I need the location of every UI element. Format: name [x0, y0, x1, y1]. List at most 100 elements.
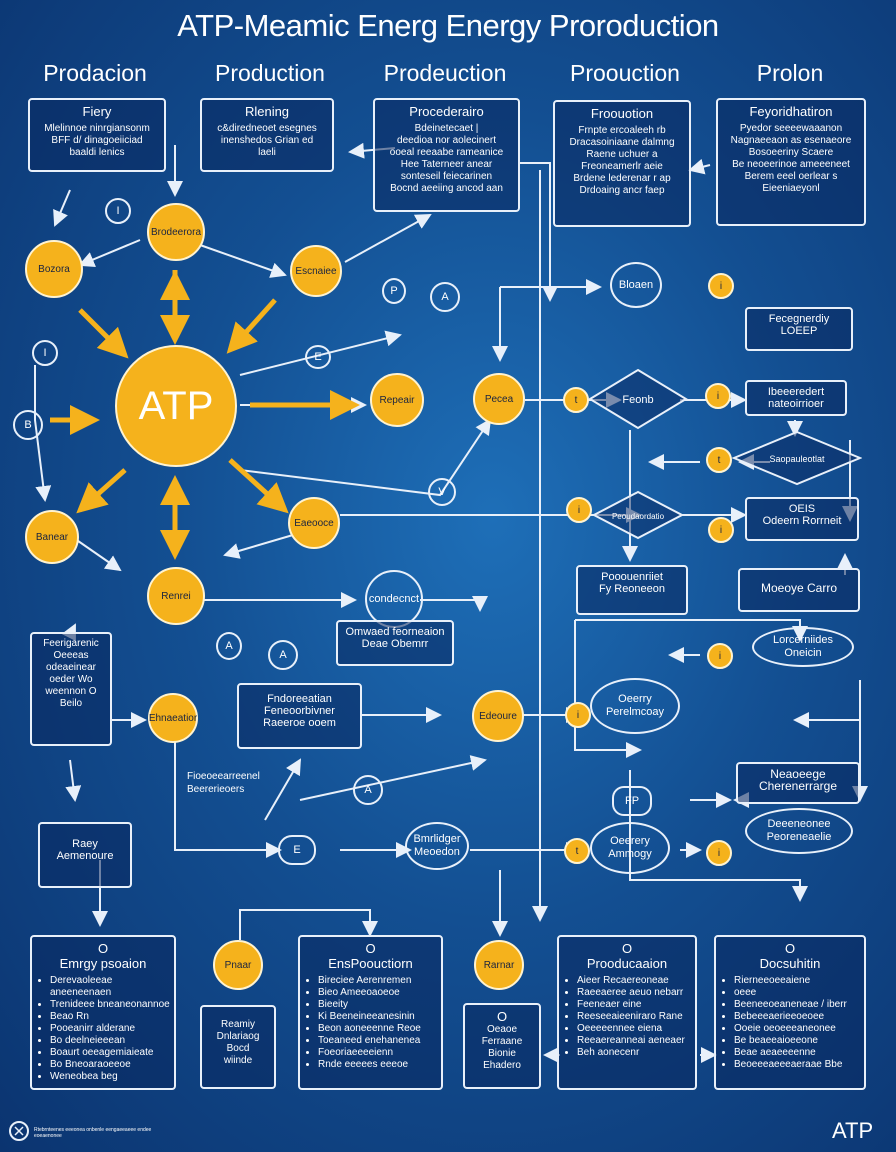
- step-badge[interactable]: i: [708, 517, 734, 543]
- list-item: wiinde: [223, 1055, 253, 1066]
- process-node[interactable]: Ehnaeatior: [148, 693, 198, 743]
- column-header-3: Prodeuction: [383, 60, 507, 86]
- list-item: Bebeeeaerieeoeoee: [734, 1011, 860, 1023]
- mid-box: Pooouenriiet Fy Reoneeon: [576, 565, 688, 615]
- outline-node[interactable]: Bloaen: [610, 262, 662, 308]
- process-node[interactable]: Escnaiee: [290, 245, 342, 297]
- box-badge: O: [496, 1009, 508, 1024]
- process-node[interactable]: Bozora: [25, 240, 83, 298]
- decision-diamond[interactable]: Saopauleotlat: [732, 430, 862, 486]
- process-node[interactable]: Brodeerora: [147, 203, 205, 261]
- process-node[interactable]: Repeair: [370, 373, 424, 427]
- top-box-title: Feyoridhatiron: [749, 104, 833, 119]
- bottom-box-list: Aieer Recaereoneae Raeeaeree aeuo nebarr…: [563, 975, 691, 1059]
- atp-hub-node[interactable]: ATP: [115, 345, 237, 467]
- letter-badge[interactable]: V: [428, 478, 456, 506]
- decision-diamond[interactable]: Peoudaordatio: [592, 490, 684, 540]
- mid-box: Neaoeege Cherenerrarge: [736, 762, 860, 804]
- mid-box: Fecegnerdiy LOEEP: [745, 307, 853, 351]
- list-item: Dnlariaog: [216, 1031, 260, 1042]
- letter-badge[interactable]: E: [305, 345, 331, 369]
- list-item: Boaurt oeeagemiaieate: [50, 1047, 170, 1059]
- list-item: Beao Rn: [50, 1011, 170, 1023]
- bottom-box-5: O Prooducaaion Aieer Recaereoneae Raeeae…: [557, 935, 697, 1090]
- letter-badge[interactable]: A: [268, 640, 298, 670]
- step-badge[interactable]: i: [706, 840, 732, 866]
- process-node[interactable]: Renrei: [147, 567, 205, 625]
- list-item: Bireciee Aerenremen: [318, 975, 437, 987]
- list-item: Beh aonecenr: [577, 1047, 691, 1059]
- letter-badge[interactable]: P: [382, 278, 406, 304]
- top-box-title: Fiery: [82, 104, 112, 119]
- outline-node[interactable]: Oeerry Perelmcoay: [590, 678, 680, 734]
- list-item: Trenideee bneaneonannoe: [50, 999, 170, 1011]
- list-item: Aieer Recaereoneae: [577, 975, 691, 987]
- column-header-5: Prolon: [756, 60, 824, 86]
- process-node[interactable]: Rarnar: [474, 940, 524, 990]
- step-badge[interactable]: i: [708, 273, 734, 299]
- step-badge[interactable]: i: [707, 643, 733, 669]
- list-item: Ooeie oeoeeeaneonee: [734, 1023, 860, 1035]
- top-box-title: Froouotion: [590, 106, 654, 121]
- list-item: Bieeity: [318, 999, 437, 1011]
- list-item: Raeeaeree aeuo nebarr: [577, 987, 691, 999]
- box-badge: O: [365, 941, 376, 956]
- top-box-title: Procederairo: [409, 104, 484, 119]
- mid-box: Fndoreeatian Feneoorbivner Raeeroe ooem: [237, 683, 362, 749]
- letter-badge[interactable]: I: [32, 340, 58, 366]
- top-box-5: Feyoridhatiron Pyedor seeeewaaanon Nagna…: [716, 98, 866, 226]
- box-badge: O: [97, 941, 109, 956]
- list-item: Reamiy: [221, 1019, 255, 1030]
- top-box-body: Bdeinetecaet | deedioa nor aolecinert oo…: [389, 123, 504, 194]
- outline-node[interactable]: Oeerery Ammogy: [590, 822, 670, 874]
- top-box-body: Mlelinnoe ninrgiansonm BFF d/ dinagoeiic…: [44, 123, 150, 158]
- step-badge[interactable]: i: [705, 383, 731, 409]
- top-box-2: Rlening c&diredneoet esegnes inenshedos …: [200, 98, 334, 172]
- list-item: Oeeeeennee eiena: [577, 1023, 691, 1035]
- step-badge[interactable]: t: [563, 387, 589, 413]
- mid-box: Omwaed feorneaion Deae Obemrr: [336, 620, 454, 666]
- step-badge[interactable]: i: [566, 497, 592, 523]
- decision-label: Peoudaordatio: [612, 512, 665, 521]
- letter-badge[interactable]: E: [278, 835, 316, 865]
- list-item: Beoeeeaeeeaeraae Bbe: [734, 1059, 860, 1071]
- bottom-box-2: Reamiy Dnlariaog Bocd wiinde: [200, 1005, 276, 1089]
- mid-box: Ibeeeredert nateoirrioer: [745, 380, 847, 416]
- step-badge[interactable]: t: [564, 838, 590, 864]
- step-badge[interactable]: t: [706, 447, 732, 473]
- letter-badge[interactable]: B: [13, 410, 43, 440]
- column-header-4: Proouction: [570, 60, 680, 86]
- process-node[interactable]: Banear: [25, 510, 79, 564]
- process-node[interactable]: Pecea: [473, 373, 525, 425]
- box-badge: O: [784, 941, 796, 956]
- list-item: Foeoriaeeeeienn: [318, 1047, 437, 1059]
- bottom-box-title: Docsuhitin: [759, 956, 821, 971]
- letter-badge[interactable]: A: [430, 282, 460, 312]
- list-item: Be beaeeaioeeone: [734, 1035, 860, 1047]
- letter-badge[interactable]: A: [353, 775, 383, 805]
- outline-node[interactable]: Lorcerniides Oneicin: [752, 627, 854, 667]
- process-node[interactable]: Edeoure: [472, 690, 524, 742]
- bottom-box-title: EnsPoouctiorn: [328, 956, 413, 971]
- bottom-box-4: O Oeaoe Ferraane Bionie Ehadero: [463, 1003, 541, 1089]
- decision-diamond[interactable]: Feonb: [588, 368, 688, 430]
- top-box-1: Fiery Mlelinnoe ninrgiansonm BFF d/ dina…: [28, 98, 166, 172]
- left-box: Raey Aemenoure: [38, 822, 132, 888]
- outline-node[interactable]: Deeeneonee Peoreneaelie: [745, 808, 853, 854]
- letter-badge[interactable]: A: [216, 632, 242, 660]
- bottom-box-title: Emrgy psoaion: [59, 956, 147, 971]
- bottom-box-title: Prooducaaion: [586, 956, 668, 971]
- step-badge[interactable]: i: [565, 702, 591, 728]
- bottom-box-1: O Emrgy psoaion Derevaoleeae aneeneenaen…: [30, 935, 176, 1090]
- column-header-1: Prodacion: [43, 60, 147, 86]
- letter-badge[interactable]: I: [105, 198, 131, 224]
- bottom-box-list: Derevaoleeae aneeneenaen Trenideee bnean…: [36, 975, 170, 1083]
- outline-node[interactable]: FP: [612, 786, 652, 816]
- bottom-box-3: O EnsPoouctiorn Bireciee Aerenremen Bieo…: [298, 935, 443, 1090]
- process-node[interactable]: Eaeooce: [288, 497, 340, 549]
- outline-node[interactable]: Bmrlidger Meoedon: [405, 822, 469, 870]
- list-item: Bocd: [226, 1043, 250, 1054]
- top-box-body: c&diredneoet esegnes inenshedos Grian ed…: [217, 123, 317, 158]
- list-item: Bionie: [488, 1048, 516, 1059]
- process-node[interactable]: Pnaar: [213, 940, 263, 990]
